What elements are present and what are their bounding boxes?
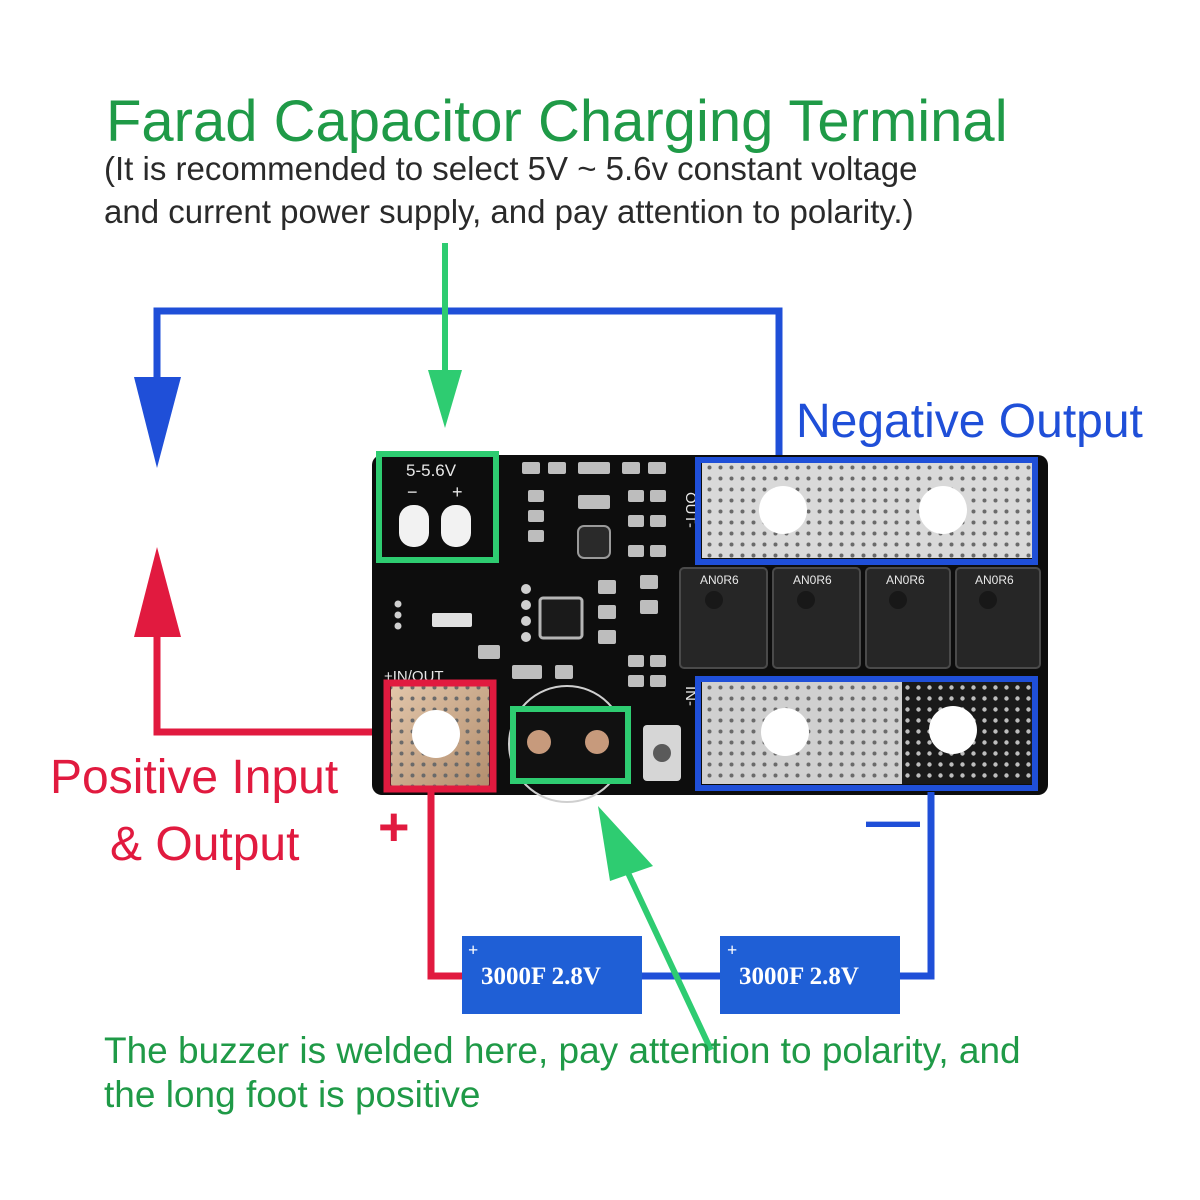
positive-polarity-mark: + [378, 797, 410, 857]
buzzer-pad-negative [585, 730, 609, 754]
buzzer-arrow-shaft [619, 858, 714, 1052]
capacitor-1 [462, 936, 642, 1014]
push-button-cap [653, 744, 671, 762]
capacitor-2 [720, 936, 900, 1014]
smd-components [478, 462, 666, 687]
blue-down-arrow [134, 377, 181, 468]
mosfet-marking: AN0R6 [700, 573, 739, 587]
charging-terminal-arrow-head [428, 370, 462, 428]
negative-output-bolt-hole [919, 486, 967, 534]
positive-input-wire [153, 630, 390, 736]
negative-output-busbar-holes [702, 462, 1032, 558]
mosfet-marking: AN0R6 [793, 573, 832, 587]
positive-bolt-hole [412, 710, 460, 758]
buzzer-note-line-1: The buzzer is welded here, pay attention… [104, 1030, 1021, 1071]
mosfet-marking: AN0R6 [975, 573, 1014, 587]
mosfet-marking: AN0R6 [886, 573, 925, 587]
buzzer-pad-positive [527, 730, 551, 754]
positive-busbar-highlight [383, 679, 497, 793]
negative-input-bolt-hole [761, 708, 809, 756]
resistor [432, 613, 472, 627]
negative-return-wire [153, 307, 783, 462]
mosfet-row [679, 567, 1041, 669]
terminal-minus-silk: − [407, 482, 418, 502]
negative-capacitor-wire [898, 792, 935, 980]
buzzer-arrow-head [598, 806, 653, 881]
positive-capacitor-wire [427, 792, 465, 980]
charging-terminal-title: Farad Capacitor Charging Terminal [106, 89, 1008, 154]
capacitor-2-polarity: + [727, 940, 737, 960]
terminal-pad-minus [399, 505, 429, 547]
out-silk-label: OUT- [682, 492, 699, 528]
negative-input-highlight [695, 676, 1038, 791]
capacitor-1-polarity: + [468, 940, 478, 960]
test-points [394, 584, 531, 642]
inductor [577, 525, 611, 559]
voltage-silk-label: 5-5.6V [406, 461, 457, 480]
red-up-arrow [134, 547, 181, 637]
negative-input-bolt-hole [929, 706, 977, 754]
voltage-recommendation-line-2: and current power supply, and pay attent… [104, 193, 914, 230]
negative-output-highlight [695, 457, 1038, 565]
buzzer-highlight [510, 706, 631, 784]
positive-label-line-1: Positive Input [50, 751, 339, 804]
terminal-pad-plus [441, 505, 471, 547]
charging-terminal-highlight [376, 451, 499, 563]
terminal-plus-silk: + [452, 482, 463, 502]
negative-output-label: Negative Output [796, 395, 1143, 448]
positive-label-line-2: & Output [110, 818, 300, 871]
negative-polarity-mark: — [866, 791, 920, 851]
voltage-recommendation-line-1: (It is recommended to select 5V ~ 5.6v c… [104, 150, 918, 187]
buzzer-note-line-2: the long foot is positive [104, 1074, 481, 1115]
capacitor-1-label: 3000F 2.8V [481, 963, 601, 990]
ic-chip [538, 596, 584, 640]
capacitor-2-label: 3000F 2.8V [739, 963, 859, 990]
negative-output-bolt-hole [759, 486, 807, 534]
in-silk-label: IN- [682, 686, 699, 706]
